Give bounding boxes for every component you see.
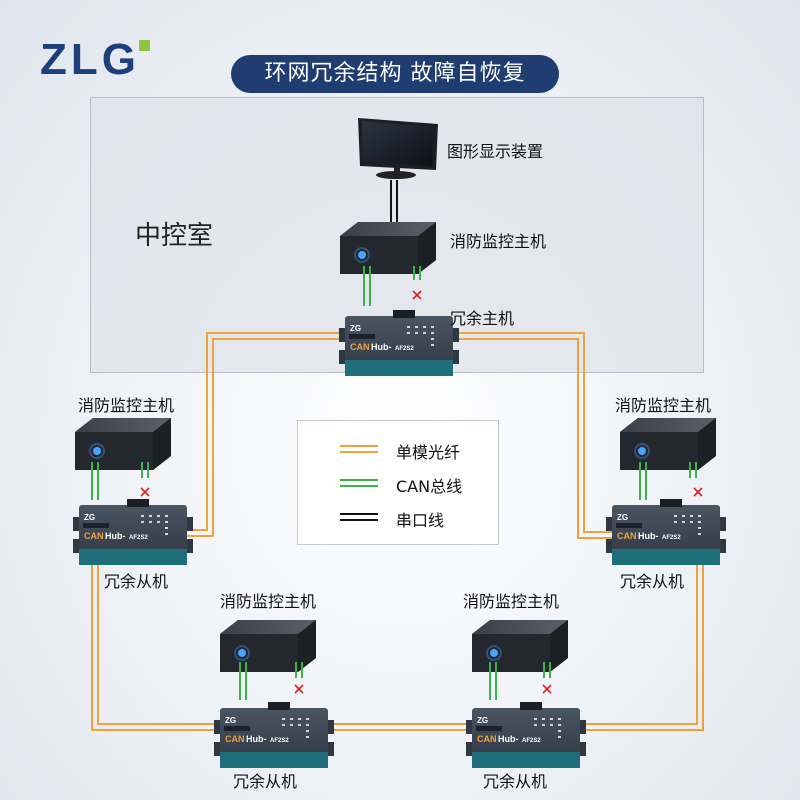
hub-model-name: Hub- <box>371 342 392 352</box>
hub-model-badge: AF2S2 <box>395 346 414 352</box>
master-label: 冗余主机 <box>450 309 515 328</box>
serial-line <box>390 180 398 222</box>
central-host-icon <box>339 221 437 275</box>
hub-brand-text: ZG <box>617 513 628 522</box>
legend-fiber-label: 单模光纤 <box>396 443 461 462</box>
bottom-left-slave-label: 冗余从机 <box>233 772 298 791</box>
logo-accent-icon <box>139 40 150 51</box>
hub-model-prefix: CAN <box>617 531 637 541</box>
hub-model-name: Hub- <box>246 734 267 744</box>
bottom-right-host-label: 消防监控主机 <box>463 592 560 611</box>
left-slave-label: 冗余从机 <box>104 572 169 591</box>
control-room-label: 中控室 <box>135 221 214 251</box>
hub-model-badge: AF2S2 <box>522 738 541 744</box>
right-host-icon <box>619 417 717 471</box>
monitor-label: 图形显示装置 <box>447 142 544 161</box>
hub-model-prefix: CAN <box>477 734 497 744</box>
brand-logo: ZLG <box>40 35 140 84</box>
legend-can-label: CAN总线 <box>396 477 463 496</box>
right-slave-label: 冗余从机 <box>620 572 685 591</box>
hub-model-name: Hub- <box>498 734 519 744</box>
page-title: 环网冗余结构 故障自恢复 <box>231 55 559 93</box>
bottom-left-host-label: 消防监控主机 <box>220 592 317 611</box>
left-host-label: 消防监控主机 <box>78 396 175 415</box>
hub-model-badge: AF2S2 <box>662 535 681 541</box>
hub-model-prefix: CAN <box>225 734 245 744</box>
bottom-right-host-icon <box>471 619 569 673</box>
fault-x-icon <box>693 487 703 497</box>
hub-model-badge: AF2S2 <box>270 738 289 744</box>
hub-brand-text: ZG <box>84 513 95 522</box>
hub-brand-text: ZG <box>225 716 236 725</box>
central-host-label: 消防监控主机 <box>450 232 547 251</box>
hub-model-name: Hub- <box>105 531 126 541</box>
fault-x-icon <box>412 290 422 300</box>
hub-brand-text: ZG <box>350 324 361 333</box>
hub-model-prefix: CAN <box>350 342 370 352</box>
fault-x-icon <box>294 684 304 694</box>
fault-x-icon <box>140 487 150 497</box>
left-host-icon <box>74 417 172 471</box>
right-host-label: 消防监控主机 <box>615 396 712 415</box>
fault-x-icon <box>542 684 552 694</box>
hub-model-name: Hub- <box>638 531 659 541</box>
monitor-icon <box>358 118 438 179</box>
hub-model-badge: AF2S2 <box>129 535 148 541</box>
hub-model-prefix: CAN <box>84 531 104 541</box>
legend-serial-label: 串口线 <box>396 511 445 530</box>
fiber-ring <box>91 332 704 731</box>
legend-swatches <box>340 445 378 521</box>
bottom-right-slave-label: 冗余从机 <box>483 772 548 791</box>
hub-brand-text: ZG <box>477 716 488 725</box>
